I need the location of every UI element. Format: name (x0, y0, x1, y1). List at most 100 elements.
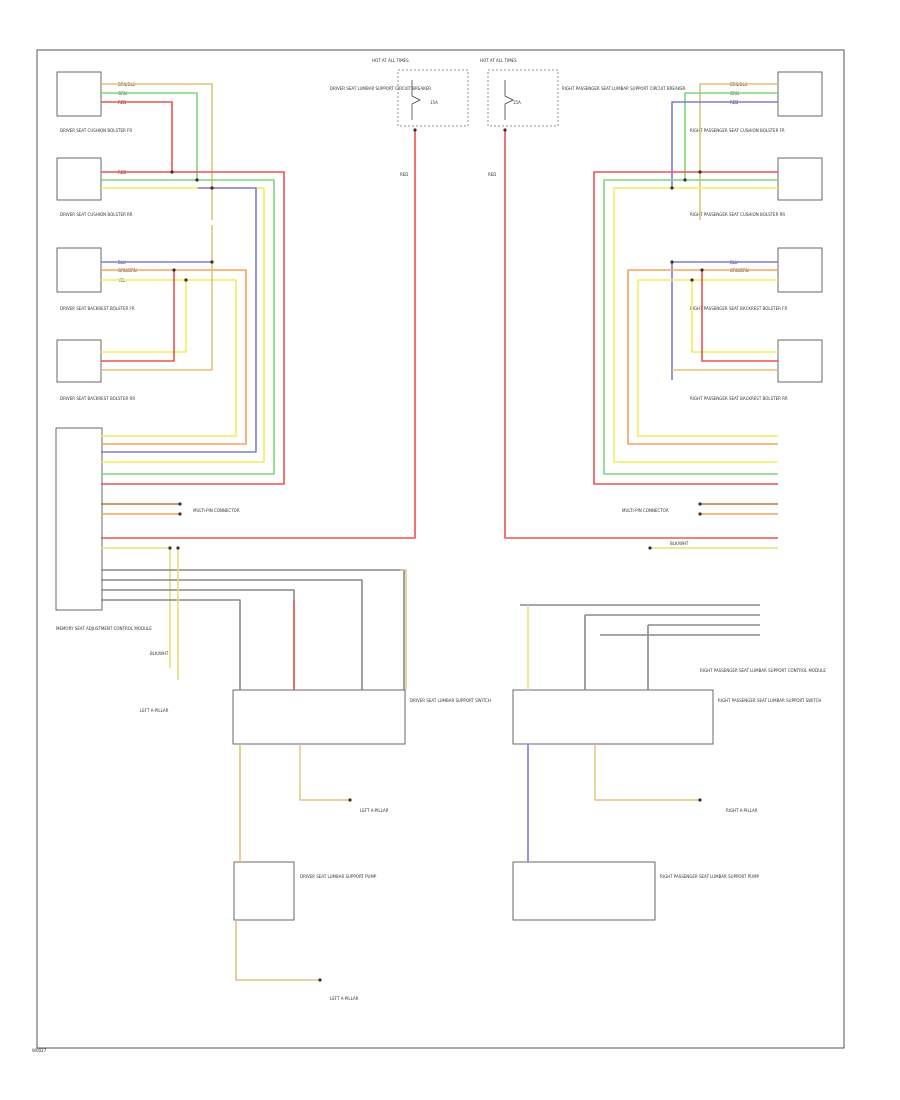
left-component-box-3 (56, 247, 102, 293)
splice-dot-67 (700, 268, 704, 272)
wire-7 (101, 187, 257, 453)
splice-dot-56 (210, 186, 214, 190)
splice-dot-61 (178, 512, 182, 516)
splice-dot-64 (670, 186, 674, 190)
wire-32 (593, 171, 778, 485)
left-component-box-2 (56, 157, 102, 201)
splice-dot-57 (210, 260, 214, 264)
wire-43 (504, 130, 778, 539)
right-component-label-2: RIGHT PASSENGER SEAT CUSHION BOLSTER RR (690, 212, 785, 217)
wire-31 (671, 101, 778, 188)
left-control-module-box (55, 427, 103, 611)
left-pump-label: DRIVER SEAT LUMBAR SUPPORT PUMP (300, 874, 377, 879)
fuse-right-rating: 15A (513, 100, 521, 105)
ground-label-right-1: RIGHT A-PILLAR (726, 808, 758, 813)
splice-dot-74 (648, 546, 652, 550)
left-pump-box (233, 861, 295, 921)
left-component-box-1 (56, 71, 102, 117)
wire-36 (627, 269, 778, 445)
fuse-left-symbol (411, 80, 421, 120)
wire-37 (637, 279, 778, 437)
left-component-label-3: DRIVER SEAT BACKREST BOLSTER FR (60, 306, 135, 311)
wire-53 (594, 744, 700, 801)
right-component-label-4: RIGHT PASSENGER SEAT BACKREST BOLSTER RR (690, 396, 788, 401)
splice-dot-76 (698, 798, 702, 802)
wire-13 (101, 270, 175, 362)
connector-label-right: MULTI-PIN CONNECTOR (622, 508, 669, 513)
right-component-box-3 (777, 247, 823, 293)
wire-27 (299, 744, 350, 801)
wire-tag-15: BLK/WHT (150, 651, 169, 656)
right-component-box-2 (777, 157, 823, 201)
wire-3 (101, 101, 173, 172)
wire-10 (101, 279, 237, 437)
right-pump-label: RIGHT PASSENGER SEAT LUMBAR SUPPORT PUMP (660, 874, 760, 879)
wire-5 (101, 179, 275, 475)
wire-33 (603, 179, 778, 475)
wire-tag-14: RED (488, 172, 496, 177)
right-component-box-1 (777, 71, 823, 117)
splice-dot-60 (178, 502, 182, 506)
splice-dot-54 (170, 170, 174, 174)
fuse-blocks: HOT AT ALL TIMES HOT AT ALL TIMES DRIVER… (330, 58, 686, 127)
splice-dot-71 (503, 128, 507, 132)
wire-20 (101, 579, 363, 690)
fuse-right-label: HOT AT ALL TIMES (480, 58, 517, 63)
splice-dot-63 (683, 178, 687, 182)
splice-dot-65 (670, 260, 674, 264)
fuse-left-rating: 15A (430, 100, 438, 105)
splice-dot-66 (690, 278, 694, 282)
wire-29 (699, 83, 778, 220)
left-component-box-4 (56, 339, 102, 383)
wire-21 (101, 589, 295, 690)
splice-dot-69 (698, 512, 702, 516)
right-control-module-label: RIGHT PASSENGER SEAT LUMBAR SUPPORT CONT… (700, 668, 826, 673)
splice-dot-55 (195, 178, 199, 182)
splice-dot-77 (318, 978, 322, 982)
left-component-label-4: DRIVER SEAT BACKREST BOLSTER RR (60, 396, 135, 401)
right-component-label-1: RIGHT PASSENGER SEAT CUSHION BOLSTER FR (690, 128, 785, 133)
right-switch-label: RIGHT PASSENGER SEAT LUMBAR SUPPORT SWIT… (718, 698, 821, 703)
fuse-left-box (397, 69, 469, 127)
fuse-right-symbol (504, 80, 514, 120)
fuse-left-name: DRIVER SEAT LUMBAR SUPPORT CIRCUIT BREAK… (330, 86, 431, 91)
diagram-frame (36, 49, 845, 1049)
left-component-label-1: DRIVER SEAT CUSHION BOLSTER FR (60, 128, 132, 133)
connector-label-left: MULTI-PIN CONNECTOR (193, 508, 240, 513)
left-switch-assembly (232, 689, 406, 745)
ground-label-left-2: LEFT A-PILLAR (360, 808, 389, 813)
splice-dot-72 (168, 546, 172, 550)
ground-label-left-1: LEFT A-PILLAR (140, 708, 169, 713)
footer-code: W0027 (32, 1048, 47, 1053)
fuse-left-label: HOT AT ALL TIMES (372, 58, 409, 63)
fuse-right-box (487, 69, 559, 127)
wire-tag-16: BLK/WHT (670, 541, 689, 546)
wire-14 (101, 262, 213, 371)
wire-30 (684, 92, 778, 180)
splice-dot-58 (184, 278, 188, 282)
splice-dot-62 (698, 170, 702, 174)
wire-18 (101, 547, 171, 668)
right-component-box-4 (777, 339, 823, 383)
right-switch-assembly (512, 689, 714, 745)
splice-dot-75 (348, 798, 352, 802)
wire-12 (101, 280, 187, 353)
splice-dot-70 (413, 128, 417, 132)
wire-1 (101, 83, 213, 220)
ground-label-left-3: LEFT A-PILLAR (330, 996, 359, 1001)
left-control-module-label: MEMORY SEAT ADJUSTMENT CONTROL MODULE (56, 626, 152, 631)
wire-39 (701, 270, 778, 362)
splice-dot-59 (172, 268, 176, 272)
wire-28 (235, 920, 320, 981)
left-switch-label: DRIVER SEAT LUMBAR SUPPORT SWITCH (410, 698, 491, 703)
wire-22 (101, 599, 241, 690)
wire-6 (101, 187, 265, 463)
right-component-label-3: RIGHT PASSENGER SEAT BACKREST BOLSTER FR (690, 306, 787, 311)
splice-dot-73 (176, 546, 180, 550)
wire-group (101, 83, 778, 982)
fuse-right-name: RIGHT PASSENGER SEAT LUMBAR SUPPORT CIRC… (562, 86, 686, 91)
left-component-label-2: DRIVER SEAT CUSHION BOLSTER RR (60, 212, 133, 217)
wire-tag-13: RED (400, 172, 408, 177)
